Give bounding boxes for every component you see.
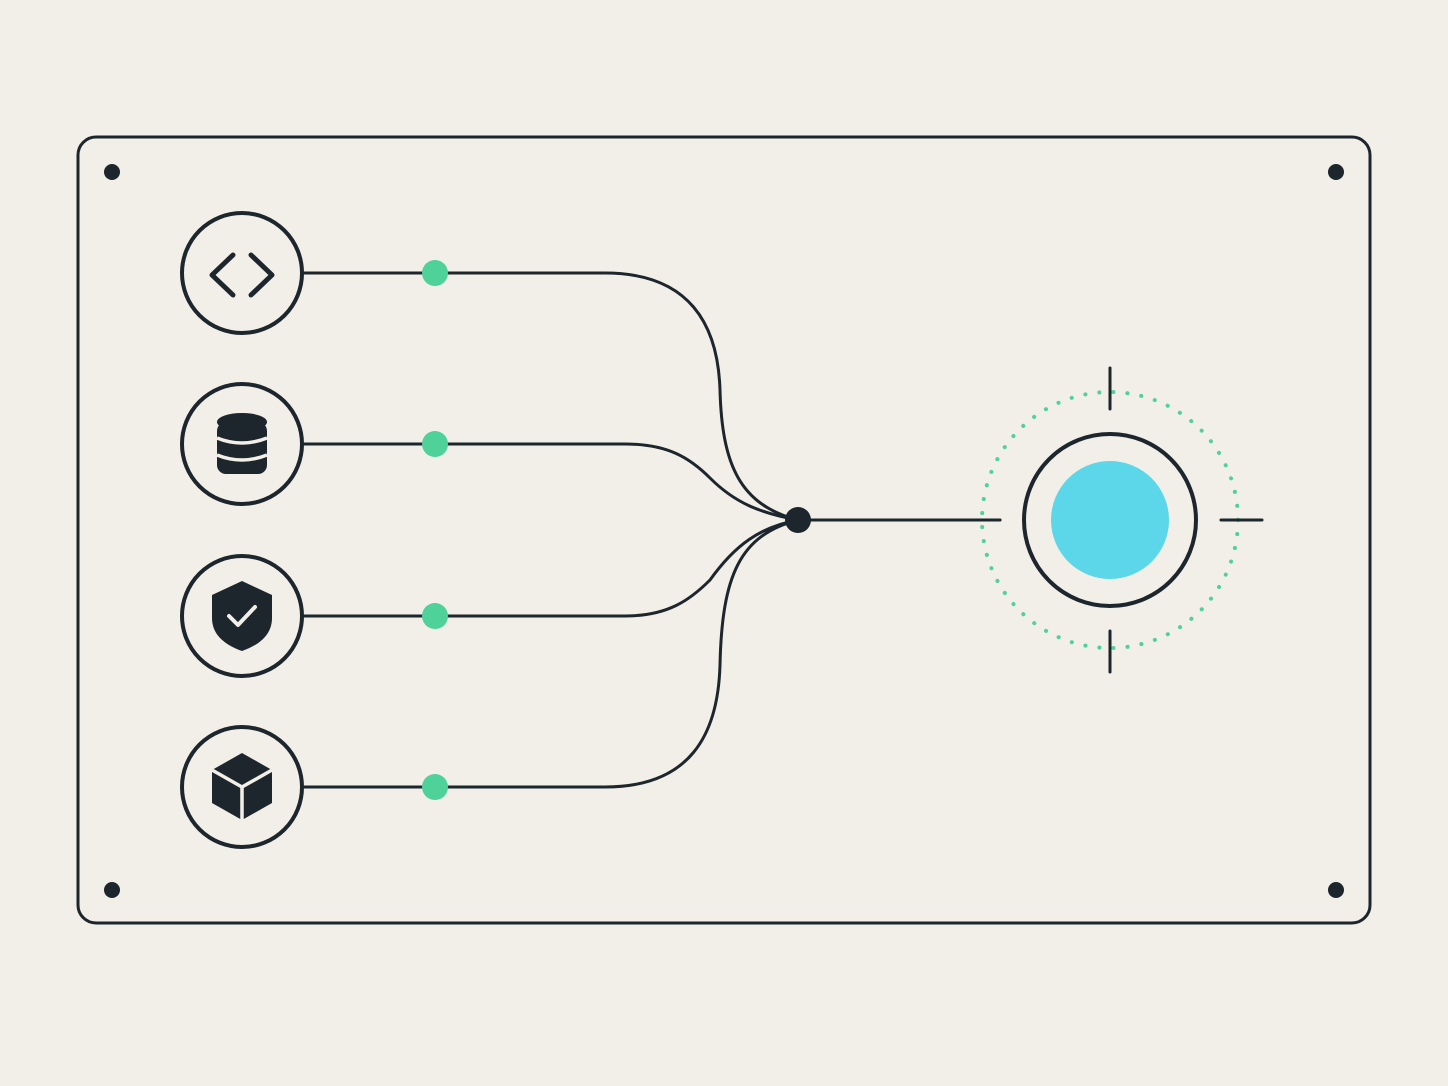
target-icon	[980, 366, 1264, 674]
connector-line-code	[301, 271, 800, 522]
screw-bottom-right	[1328, 882, 1344, 898]
screw-top-left	[104, 164, 120, 180]
panel-frame	[76, 135, 1372, 925]
input-node-code	[180, 211, 304, 335]
cube-icon	[211, 753, 273, 820]
input-node-security	[180, 554, 304, 678]
input-node-database	[180, 382, 304, 506]
shield-check-icon	[212, 581, 272, 651]
code-brackets-icon	[209, 252, 275, 298]
connector-line-package	[301, 518, 800, 789]
target-core	[1051, 461, 1169, 579]
junction-node	[785, 507, 811, 533]
target-ring	[1022, 432, 1198, 608]
status-dot-database	[422, 431, 448, 457]
screw-top-right	[1328, 164, 1344, 180]
database-icon	[216, 413, 268, 474]
status-dot-package	[422, 774, 448, 800]
status-dot-code	[422, 260, 448, 286]
status-dot-security	[422, 603, 448, 629]
input-node-package	[180, 725, 304, 849]
screw-bottom-left	[104, 882, 120, 898]
connector-line-database	[301, 442, 800, 522]
connector-line-security	[301, 518, 800, 618]
